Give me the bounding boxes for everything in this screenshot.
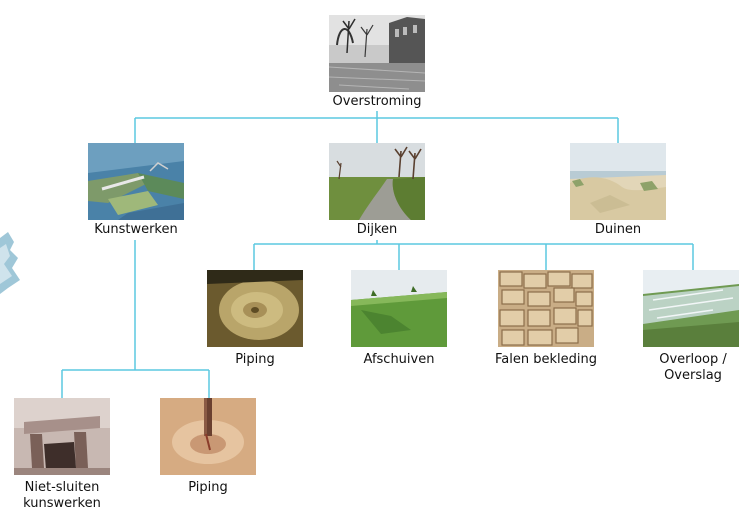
dike-road-photo [329, 143, 425, 220]
node-label-overloop: Overloop / [659, 352, 727, 367]
node-label-overstroming: Overstroming [332, 94, 422, 109]
overtopping-photo [643, 270, 739, 347]
cropped-edge-graphic [0, 232, 20, 294]
flooded-street-photo [329, 15, 425, 92]
piping-sand-boil-photo [207, 270, 303, 347]
node-label-niet-sluiten: Niet-sluiten [24, 480, 100, 495]
slope-sliding-photo [351, 270, 447, 347]
storm-surge-barrier-aerial-photo [88, 143, 184, 220]
node-label-overslag: Overslag [664, 368, 722, 383]
sluice-gate-photo [14, 398, 110, 475]
node-label-piping-dike: Piping [235, 352, 275, 367]
revetment-blocks-photo [498, 270, 594, 347]
piping-pipe-photo [160, 398, 256, 475]
node-label-piping-structure: Piping [188, 480, 228, 495]
dunes-photo [570, 143, 666, 220]
node-label-dijken: Dijken [356, 222, 398, 237]
node-label-afschuiven: Afschuiven [363, 352, 435, 367]
node-label-duinen: Duinen [594, 222, 642, 237]
node-label-kunswerken: kunswerken [23, 496, 101, 511]
node-label-kunstwerken: Kunstwerken [94, 222, 178, 237]
node-label-falen-bekleding: Falen bekleding [495, 352, 597, 367]
